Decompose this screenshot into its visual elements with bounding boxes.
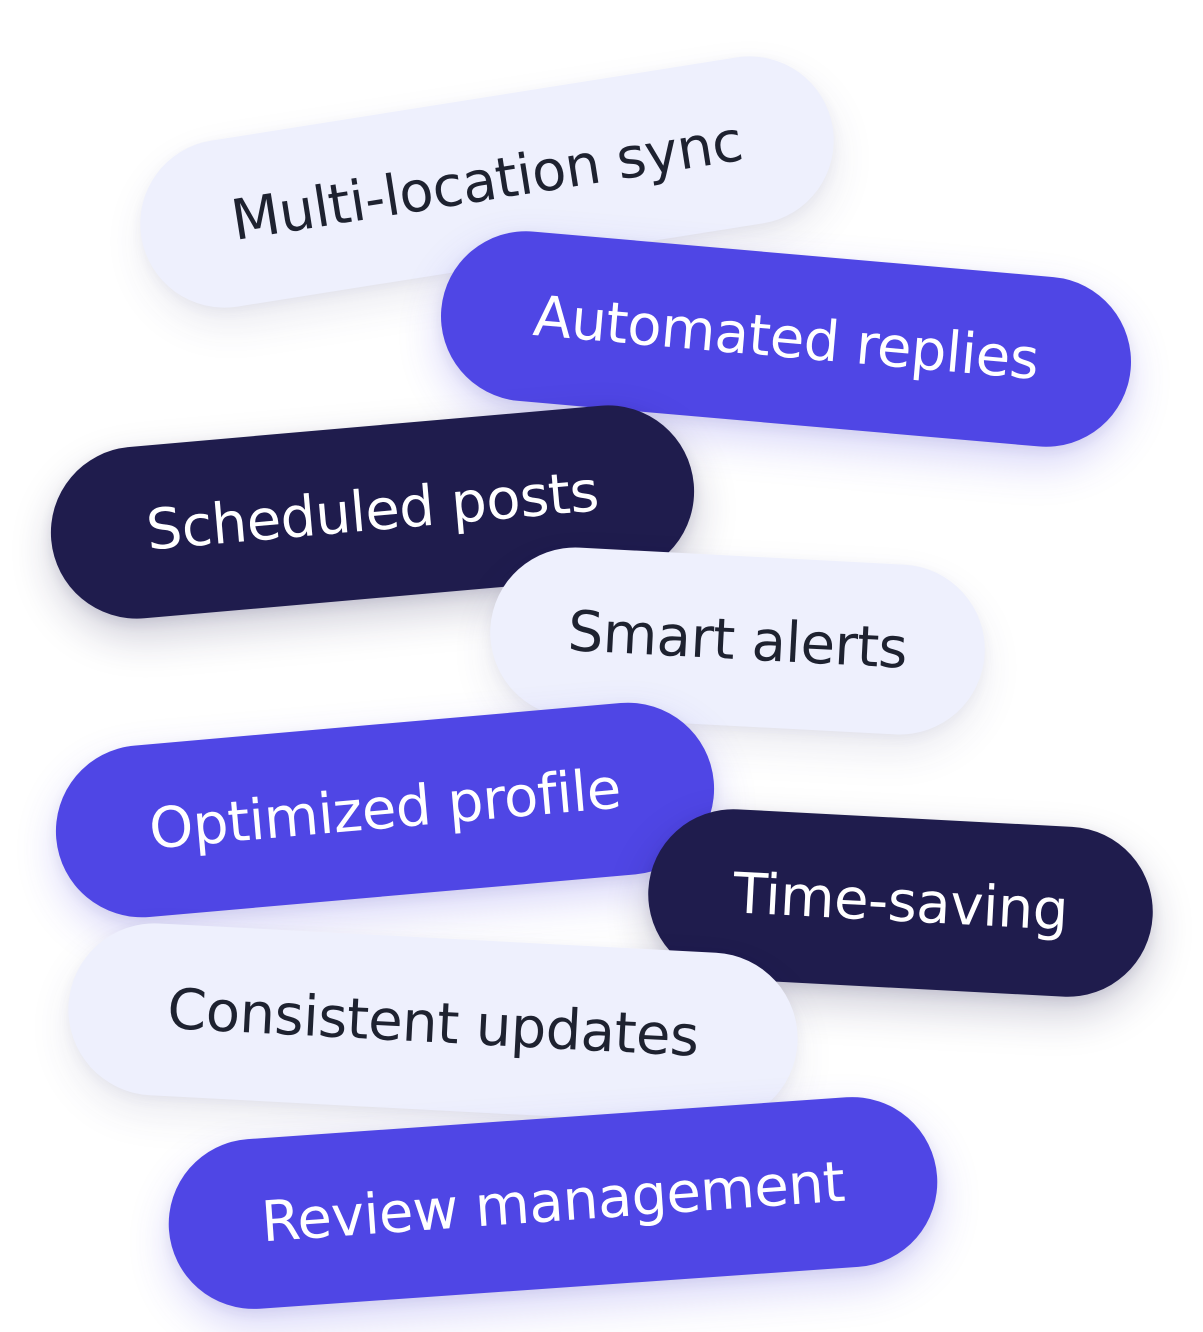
tag-label: Automated replies [530,284,1042,393]
tag-review-management: Review management [163,1091,943,1315]
tag-optimized-profile: Optimized profile [48,695,722,925]
tag-label: Review management [259,1149,847,1256]
tag-label: Scheduled posts [143,459,602,564]
tag-label: Multi-location sync [226,109,747,254]
tag-consistent-updates: Consistent updates [63,919,803,1129]
tag-label: Time-saving [731,861,1070,944]
tag-label: Smart alerts [566,599,909,682]
tag-label: Consistent updates [165,977,701,1070]
tag-label: Optimized profile [146,756,624,863]
